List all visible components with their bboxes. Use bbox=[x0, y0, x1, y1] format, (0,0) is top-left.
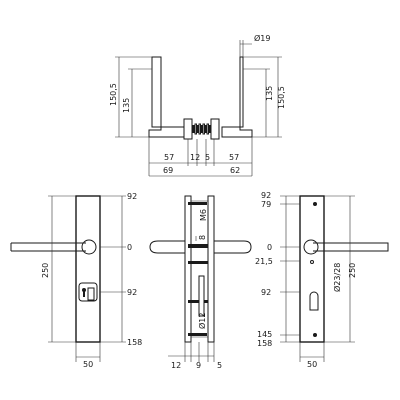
dim-dia12: Ø12 bbox=[197, 313, 207, 329]
dim-145-right: 145 bbox=[257, 330, 272, 339]
dim-158-right: 158 bbox=[257, 339, 272, 348]
dim-150-left: 150,5 bbox=[109, 83, 118, 106]
side-lever-left bbox=[149, 240, 186, 254]
top-view: Ø19 150,5 135 135 150,5 57 12 5 57 69 62 bbox=[109, 33, 286, 177]
dim-135-right: 135 bbox=[265, 86, 274, 101]
left-backplate bbox=[75, 195, 101, 343]
front-view-right: 92 79 0 21,5 92 145 158 Ø23/28 250 50 bbox=[255, 191, 389, 369]
dim-69: 69 bbox=[163, 166, 173, 175]
dim-50-right: 50 bbox=[307, 360, 317, 369]
dim-62: 62 bbox=[230, 166, 240, 175]
side-plate-left bbox=[184, 195, 192, 343]
right-lever-rose bbox=[303, 239, 319, 255]
dim-57-left: 57 bbox=[164, 153, 174, 162]
dim-57-right: 57 bbox=[229, 153, 239, 162]
left-lever-outline bbox=[148, 56, 187, 138]
left-rosette bbox=[183, 118, 193, 140]
dim-dia23-28: Ø23/28 bbox=[332, 263, 342, 292]
dim-21-5-right: 21,5 bbox=[255, 257, 273, 266]
dim-150-right: 150,5 bbox=[277, 86, 286, 109]
dim-50-left: 50 bbox=[83, 360, 93, 369]
dim-8: 8 bbox=[198, 235, 207, 240]
dim-92-right: 92 bbox=[261, 191, 271, 200]
spindle bbox=[192, 125, 211, 133]
dim-92-lower-right: 92 bbox=[261, 288, 271, 297]
side-cylinder bbox=[198, 275, 205, 317]
right-lever bbox=[313, 242, 389, 252]
side-plate-right bbox=[207, 195, 215, 343]
dim-12: 12 bbox=[190, 153, 200, 162]
dim-0-left: 0 bbox=[127, 243, 132, 252]
side-lever-right bbox=[213, 240, 252, 254]
dim-9-side: 9 bbox=[196, 361, 201, 370]
left-lever-rose bbox=[81, 239, 97, 255]
dim-12-side: 12 bbox=[171, 361, 181, 370]
dim-158-left: 158 bbox=[127, 338, 142, 347]
left-lever bbox=[10, 242, 85, 252]
right-backplate bbox=[299, 195, 325, 343]
dim-250-left: 250 bbox=[41, 263, 50, 278]
dim-250-right: 250 bbox=[348, 263, 357, 278]
right-keyhole bbox=[309, 291, 319, 311]
right-rosette bbox=[210, 118, 220, 140]
dim-92-bottom-left: 92 bbox=[127, 288, 137, 297]
dim-5-side: 5 bbox=[217, 361, 222, 370]
side-view: M6 8 Ø12 12 9 5 bbox=[149, 195, 252, 370]
dim-135-left: 135 bbox=[122, 98, 131, 113]
dim-5: 5 bbox=[205, 153, 210, 162]
dim-m6: M6 bbox=[199, 209, 208, 221]
front-view-left: 250 92 0 92 158 50 bbox=[10, 192, 142, 369]
dim-79-right: 79 bbox=[261, 200, 271, 209]
dim-0-right: 0 bbox=[267, 243, 272, 252]
dim-92-top-left: 92 bbox=[127, 192, 137, 201]
dim-dia19: Ø19 bbox=[254, 33, 270, 43]
